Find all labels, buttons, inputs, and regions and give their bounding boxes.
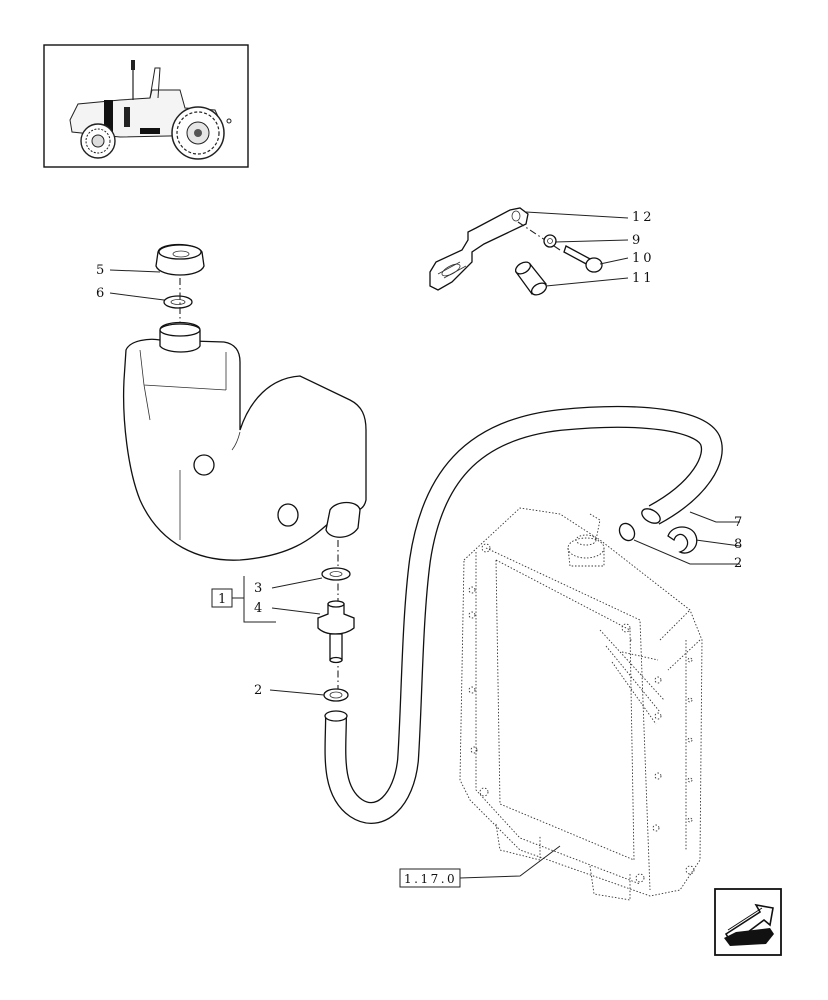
kit-reference-box: 1 — [211, 588, 233, 608]
hose-clamp-upper — [618, 522, 636, 542]
callout-4: 4 — [254, 601, 265, 616]
kit-number: 1 — [218, 592, 229, 607]
tractor-locator-thumbnail — [43, 44, 249, 168]
fitting-washer — [321, 567, 351, 581]
hose-clip — [667, 526, 698, 554]
radiator — [459, 507, 703, 901]
callout-2-upper: 2 — [734, 556, 745, 571]
cap-seal — [163, 295, 193, 309]
section-reference: 1.17.0 — [404, 872, 457, 886]
callout-2-lower: 2 — [254, 683, 265, 698]
previous-page-arrow-icon[interactable] — [714, 888, 782, 956]
section-reference-box: 1.17.0 — [399, 868, 461, 888]
coolant-hose — [324, 405, 723, 824]
callout-10: 10 — [632, 251, 655, 266]
callout-12: 12 — [632, 210, 655, 225]
callout-11: 11 — [632, 271, 655, 286]
callout-6: 6 — [96, 286, 107, 301]
expansion-tank — [123, 321, 367, 561]
callout-8: 8 — [734, 537, 745, 552]
callout-9: 9 — [632, 233, 643, 248]
callout-3: 3 — [254, 581, 265, 596]
hose-fitting — [317, 600, 355, 664]
bracket-assembly — [429, 207, 603, 296]
reservoir-cap — [155, 243, 205, 276]
hose-clamp-lower — [323, 688, 349, 702]
callout-7: 7 — [734, 515, 745, 530]
callout-5: 5 — [96, 263, 107, 278]
